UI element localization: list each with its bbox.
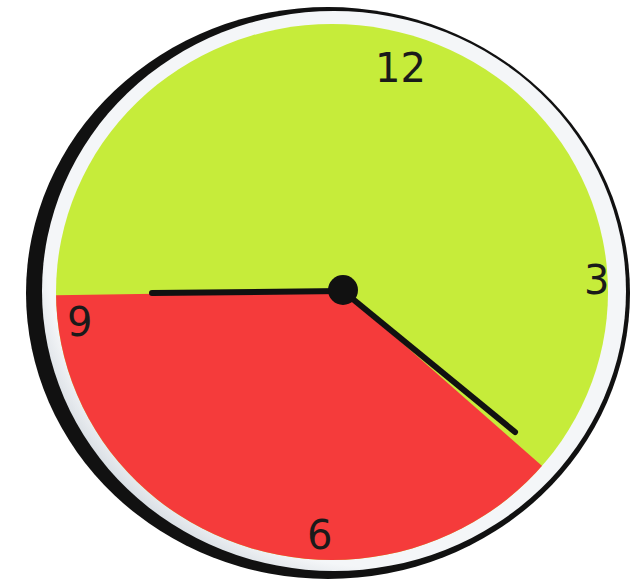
clock-sector-red bbox=[10, 291, 639, 586]
hour-hand bbox=[152, 291, 343, 293]
clock-pivot bbox=[328, 275, 358, 305]
clock-number: 3 bbox=[584, 260, 609, 300]
clock-number: 12 bbox=[375, 48, 426, 88]
clock-number: 6 bbox=[307, 515, 332, 555]
clock-number: 9 bbox=[67, 302, 92, 342]
minute-hand bbox=[343, 291, 515, 432]
